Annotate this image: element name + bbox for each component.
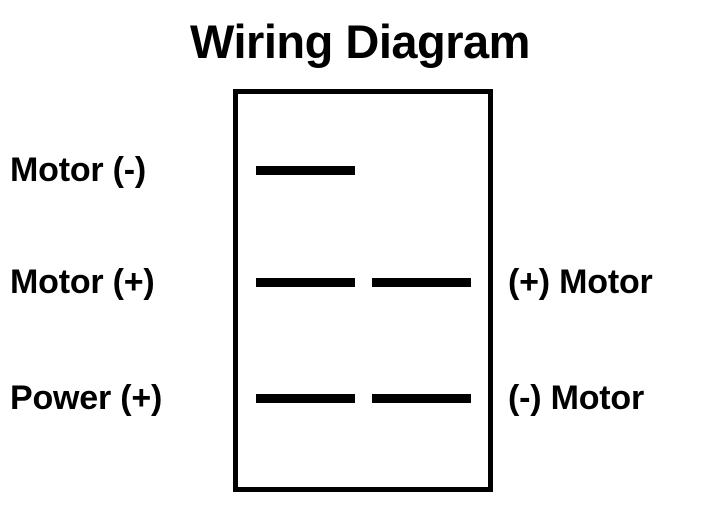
terminal-bar-left-row-3	[256, 394, 355, 403]
page-title: Wiring Diagram	[190, 15, 530, 68]
switch-body-outline	[233, 89, 493, 492]
terminal-label-left-row-1: Motor (-)	[10, 151, 147, 189]
terminal-bar-left-row-2	[256, 278, 355, 287]
terminal-bar-right-row-3	[372, 394, 471, 403]
terminal-label-left-row-2: Motor (+)	[10, 263, 155, 301]
terminal-label-left-row-3: Power (+)	[10, 379, 163, 417]
terminal-label-right-row-2: (+) Motor	[508, 263, 653, 301]
terminal-label-right-row-3: (-) Motor	[508, 379, 645, 417]
terminal-bar-left-row-1	[256, 166, 355, 175]
terminal-row	[233, 394, 493, 403]
terminal-row	[233, 278, 493, 287]
terminal-row	[233, 166, 493, 175]
terminal-bar-right-row-2	[372, 278, 471, 287]
